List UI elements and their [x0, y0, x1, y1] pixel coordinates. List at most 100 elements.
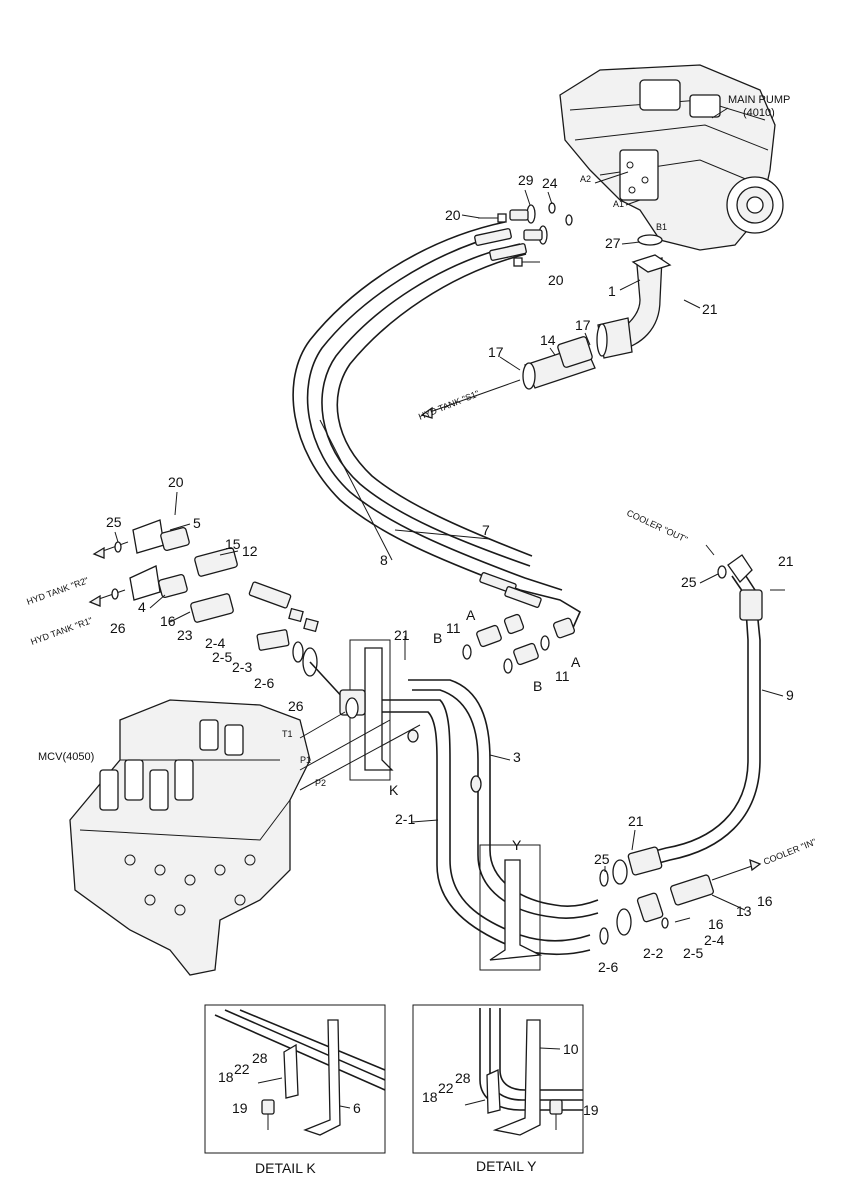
callout-20-left: 20: [168, 474, 184, 490]
callout-2-1: 2-1: [395, 811, 415, 827]
port-t1-label: T1: [282, 729, 293, 739]
cooler-in-label: COOLER "IN": [762, 837, 818, 867]
callout-1: 1: [608, 283, 616, 299]
detail-k-callout-28: 28: [252, 1050, 268, 1066]
port-p2-label: P2: [315, 778, 326, 788]
callout-11-left: 11: [446, 620, 461, 636]
cooler-in-line: [599, 858, 762, 945]
port-b1-label: B1: [656, 222, 667, 232]
callout-b-left: B: [433, 630, 442, 646]
detail-y-title: DETAIL Y: [476, 1158, 537, 1174]
callout-20-mid: 20: [548, 272, 564, 288]
suction-pipe-1: [596, 234, 672, 359]
hyd-tank-r2-label: HYD TANK "R2": [25, 575, 90, 607]
callout-4: 4: [138, 599, 146, 615]
callout-21-bottom: 21: [628, 813, 644, 829]
main-pump-label: MAIN PUMP: [728, 94, 790, 106]
callout-a-right: A: [571, 654, 581, 670]
detail-k-callout-18: 18: [218, 1069, 234, 1085]
relief-line: [248, 581, 346, 701]
suction-hose-14: [420, 336, 596, 419]
callout-11-right: 11: [555, 668, 570, 684]
callout-26-mid: 26: [288, 698, 304, 714]
callout-b-right: B: [533, 678, 542, 694]
callout-16-mid: 16: [708, 916, 724, 932]
return-line-r2: [92, 519, 238, 577]
port-a1-leader: [625, 199, 641, 206]
callout-2-6-right: 2-6: [598, 959, 618, 975]
main-pump-number: (4010): [743, 107, 775, 119]
callout-21-pump: 21: [702, 301, 718, 317]
port-a2-leader: [594, 171, 629, 184]
callout-2-4-right: 2-4: [704, 932, 724, 948]
callout-16-left: 16: [160, 613, 176, 629]
callout-12: 12: [242, 543, 258, 559]
callout-27: 27: [605, 235, 621, 251]
callout-2-6-left: 2-6: [254, 675, 274, 691]
callouts: 29 24 20 20 27 1 21 17 14 17 20 25 5 15 …: [106, 172, 794, 975]
callout-17-right: 17: [575, 317, 591, 333]
detail-k-callout-19: 19: [232, 1100, 248, 1116]
callout-24: 24: [542, 175, 558, 191]
detail-y-panel: [412, 1004, 584, 1154]
detail-k-callout-22: 22: [234, 1061, 250, 1077]
callout-25-bottom: 25: [594, 851, 610, 867]
callout-23: 23: [177, 627, 193, 643]
detail-k-leader-6: [339, 1105, 351, 1109]
detail-y-callout-28: 28: [455, 1070, 471, 1086]
callout-5: 5: [193, 515, 201, 531]
port-a2-label: A2: [580, 174, 591, 184]
cooler-out-arrow: [705, 544, 715, 556]
main-pump-leader: [711, 107, 729, 119]
callout-20-top: 20: [445, 207, 461, 223]
hyd-tank-s1-label: HYD TANK "S1": [417, 388, 481, 421]
callout-17-left: 17: [488, 344, 504, 360]
detail-k-panel: [204, 1004, 386, 1154]
callout-y: Y: [512, 837, 522, 853]
callout-7: 7: [482, 522, 490, 538]
callout-8: 8: [380, 552, 388, 568]
detail-y-leader-10: [539, 1047, 561, 1050]
mcv-label: MCV(4050): [38, 751, 94, 763]
cooler-hose-9: [599, 554, 785, 887]
return-line-r1: [88, 565, 234, 623]
detail-k-title: DETAIL K: [255, 1160, 316, 1176]
callout-21-k: 21: [394, 627, 410, 643]
callout-a-left: A: [466, 607, 476, 623]
callout-2-4-left: 2-4: [205, 635, 225, 651]
main-pump: [559, 64, 784, 251]
hose-7-8: [292, 221, 582, 631]
callout-26-left: 26: [110, 620, 126, 636]
detail-y-callout-22: 22: [438, 1080, 454, 1096]
callout-25-left: 25: [106, 514, 122, 530]
pipe-2-1-and-3: [350, 679, 599, 956]
center-fittings: [462, 613, 575, 674]
bracket-y: [479, 844, 543, 971]
callout-2-5-left: 2-5: [212, 649, 232, 665]
pump-flange-fittings: [478, 202, 573, 267]
bracket-k: [339, 639, 394, 781]
callout-29: 29: [518, 172, 534, 188]
port-a1-label: A1: [613, 199, 624, 209]
callout-15: 15: [225, 536, 241, 552]
port-p1-label: P1: [300, 755, 311, 765]
callout-13: 13: [736, 903, 752, 919]
detail-y-callout-10: 10: [563, 1041, 579, 1057]
callout-16-right: 16: [757, 893, 773, 909]
callout-21-cooler: 21: [778, 553, 794, 569]
callout-2-3: 2-3: [232, 659, 252, 675]
callout-3: 3: [513, 749, 521, 765]
callout-2-5-right: 2-5: [683, 945, 703, 961]
callout-k: K: [389, 782, 399, 798]
callout-14: 14: [540, 332, 556, 348]
detail-y-callout-19: 19: [583, 1102, 599, 1118]
hyd-tank-r1-label: HYD TANK "R1": [29, 615, 94, 647]
mcv-valve: [69, 699, 421, 976]
detail-k-callout-6: 6: [353, 1100, 361, 1116]
callout-2-2: 2-2: [643, 945, 663, 961]
detail-y-callout-18: 18: [422, 1089, 438, 1105]
leader-lines: [114, 189, 784, 911]
callout-9: 9: [786, 687, 794, 703]
callout-25-cooler: 25: [681, 574, 697, 590]
cooler-out-label: COOLER "OUT": [625, 508, 689, 545]
